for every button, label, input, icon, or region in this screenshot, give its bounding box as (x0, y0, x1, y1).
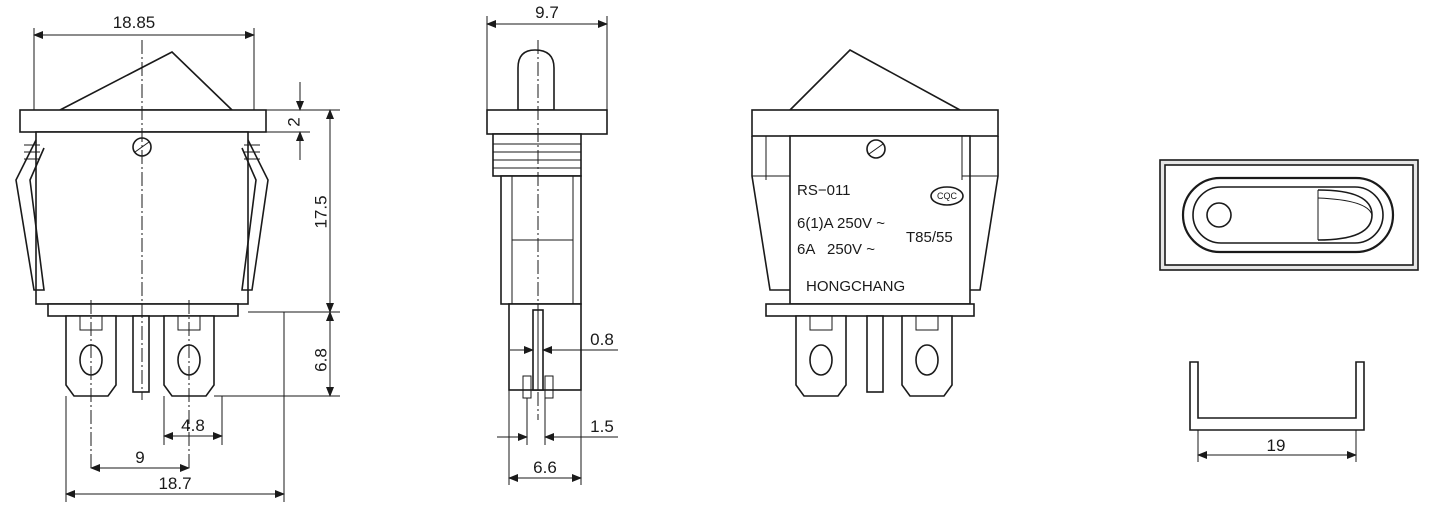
dim-front-height: 17.5 (311, 195, 330, 228)
bezel-side (486, 109, 608, 135)
label-cert: CQC (937, 191, 958, 201)
mounting-bracket (1189, 361, 1365, 431)
bezel-rear (751, 109, 999, 137)
clip-side (492, 133, 582, 177)
front-view (15, 40, 269, 470)
cqc-mark (930, 186, 964, 206)
dim-terminal-width: 4.8 (181, 416, 205, 435)
center-pin (132, 315, 150, 393)
top-frame-inner (1164, 164, 1414, 266)
indicator-lens (1206, 202, 1232, 228)
label-rating-1: 6(1)A 250V ~ (797, 215, 885, 232)
label-model: RS−011 (797, 182, 851, 199)
dim-side-base-width: 6.6 (533, 458, 557, 477)
left-clip (15, 139, 45, 291)
rocker-side (517, 49, 555, 111)
body-rear (789, 135, 971, 305)
side-dimensions (486, 16, 618, 485)
dim-front-width-top: 18.85 (113, 13, 156, 32)
left-clip-rear (751, 136, 790, 291)
dim-terminal-pitch: 9 (135, 448, 144, 467)
base-rear (765, 303, 975, 317)
label-brand: HONGCHANG (806, 278, 905, 295)
center-pin-rear (866, 315, 884, 393)
top-rocker-outline (1181, 176, 1395, 254)
base-strip (47, 303, 239, 317)
label-rating-2: 6A 250V ~ (797, 241, 875, 258)
bezel (19, 109, 267, 133)
right-clip (241, 139, 269, 291)
dim-front-width-bottom: 18.7 (158, 474, 191, 493)
dim-clip-width: 19 (1267, 436, 1286, 455)
dim-pin-thickness: 0.8 (590, 330, 614, 349)
dim-side-width: 9.7 (535, 3, 559, 22)
bracket-view (1189, 361, 1365, 462)
dim-bezel-thickness: 2 (284, 117, 303, 126)
dim-pin-offset: 1.5 (590, 417, 614, 436)
label-view (751, 49, 999, 397)
side-view (486, 40, 608, 420)
right-clip-rear (970, 136, 999, 291)
label-temp: T85/55 (906, 229, 953, 246)
dim-terminal-length: 6.8 (311, 348, 330, 372)
rocker-rear (788, 49, 961, 111)
rocker-actuator (59, 51, 234, 111)
top-view (1159, 159, 1419, 271)
front-dimensions (33, 28, 340, 502)
